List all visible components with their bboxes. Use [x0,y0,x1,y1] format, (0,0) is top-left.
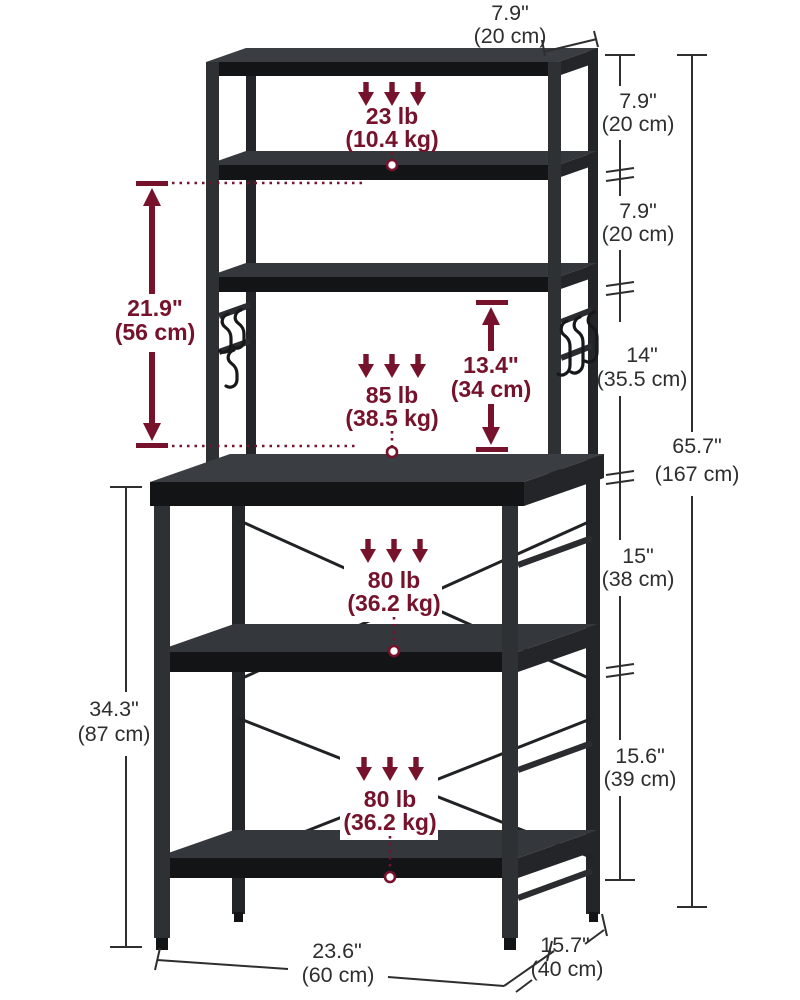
dimension-hutch-height: 21.9" (56 cm) [115,181,365,448]
dim-metric: (34 cm) [451,376,532,402]
dimension-base-height: 34.3" (87 cm) [78,486,151,948]
load-label-main-surface: 85 lb (38.5 kg) [345,354,439,459]
dim-inches: 14" [626,343,658,367]
right-hook-bars [556,307,599,377]
side-rails [516,535,594,901]
dimension-right-chain: 7.9" (20 cm) 7.9" (20 cm) 14" (35.5 cm) … [597,54,688,881]
dim-metric: (87 cm) [78,722,151,746]
load-lb: 23 lb [366,103,418,129]
dimension-overall-depth: 15.7" (40 cm) [515,913,608,993]
dim-metric: (167 cm) [655,462,740,486]
anchor-point-icon [383,870,397,884]
dim-inches: 21.9" [127,295,183,321]
bottom-shelf [154,830,598,878]
dimension-overall-height: 65.7" (167 cm) [655,54,740,908]
middle-shelf [154,624,598,672]
load-lb: 85 lb [366,382,418,408]
dim-inches: 13.4" [463,352,519,378]
dim-inches: 7.9" [619,89,657,113]
hutch-third-shelf [206,263,598,292]
load-arrows-icon [358,354,426,378]
dim-inches: 15.7" [540,933,589,957]
dim-metric: (20 cm) [602,112,675,136]
dim-inches: 34.3" [89,697,138,721]
main-desktop [150,454,604,506]
hutch-top-shelf [206,48,598,76]
arrow-up-icon [482,307,500,325]
dim-metric: (56 cm) [115,319,196,345]
dim-metric: (20 cm) [602,222,675,246]
rear-frame-posts [232,48,600,922]
arrow-down-icon [143,423,161,441]
s-hooks-icon [218,308,246,389]
dim-inches: 15" [622,544,654,568]
load-kg: (38.5 kg) [345,405,438,431]
dimension-hutch-clearance: 13.4" (34 cm) [451,300,532,452]
hutch-front-posts [206,62,561,474]
hutch-second-shelf [206,151,598,180]
anchor-point-icon [387,644,401,658]
dimension-overall-width: 23.6" (60 cm) [154,939,555,987]
load-label-middle-shelf: 80 lb (36.2 kg) [344,530,442,658]
front-legs [154,506,518,950]
load-kg: (36.2 kg) [347,590,440,616]
load-kg: (10.4 kg) [345,126,438,152]
dim-metric: (39 cm) [604,767,677,791]
load-kg: (36.2 kg) [343,809,436,835]
dim-inches: 7.9" [491,1,529,25]
load-label-hutch-top: 23 lb (10.4 kg) [345,82,439,172]
left-hook-bars [217,302,252,389]
dim-metric: (35.5 cm) [597,367,688,391]
dim-metric: (38 cm) [602,567,675,591]
anchor-point-icon [385,158,399,172]
dim-metric: (60 cm) [302,963,375,987]
dim-inches: 23.6" [312,939,361,963]
dim-metric: (40 cm) [531,957,604,981]
dim-metric: (20 cm) [474,24,547,48]
load-lb: 80 lb [364,786,416,812]
load-lb: 80 lb [368,567,420,593]
arrow-up-icon [143,188,161,206]
dim-inches: 65.7" [672,434,721,458]
load-label-bottom-shelf: 80 lb (36.2 kg) [340,748,438,884]
anchor-point-icon [385,445,399,459]
arrow-down-icon [482,427,500,445]
dim-inches: 7.9" [619,199,657,223]
s-hooks-icon [556,310,599,377]
dimension-top-shelf-depth: 7.9" (20 cm) [474,1,599,57]
dim-inches: 15.6" [615,744,664,768]
